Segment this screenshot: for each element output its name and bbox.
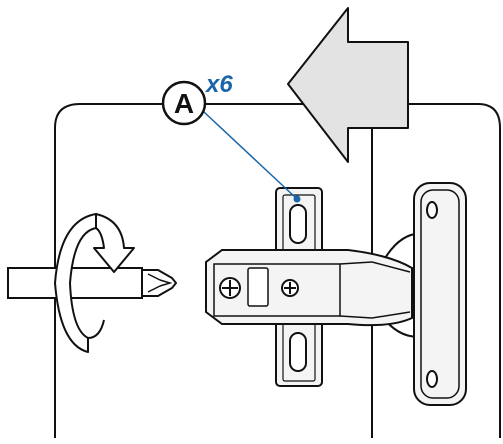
callout-leader-line <box>203 111 297 199</box>
rotation-arrow-icon <box>54 213 135 353</box>
screwdriver-icon <box>7 267 178 299</box>
part-callout-circle <box>161 80 207 126</box>
part-letter: A <box>174 88 194 119</box>
hinge-arm <box>205 249 413 327</box>
part-quantity: x6 <box>204 71 233 98</box>
callout-leader-dot <box>293 195 301 203</box>
part-callout: A x6 <box>161 71 233 126</box>
direction-arrow-icon <box>287 7 409 163</box>
